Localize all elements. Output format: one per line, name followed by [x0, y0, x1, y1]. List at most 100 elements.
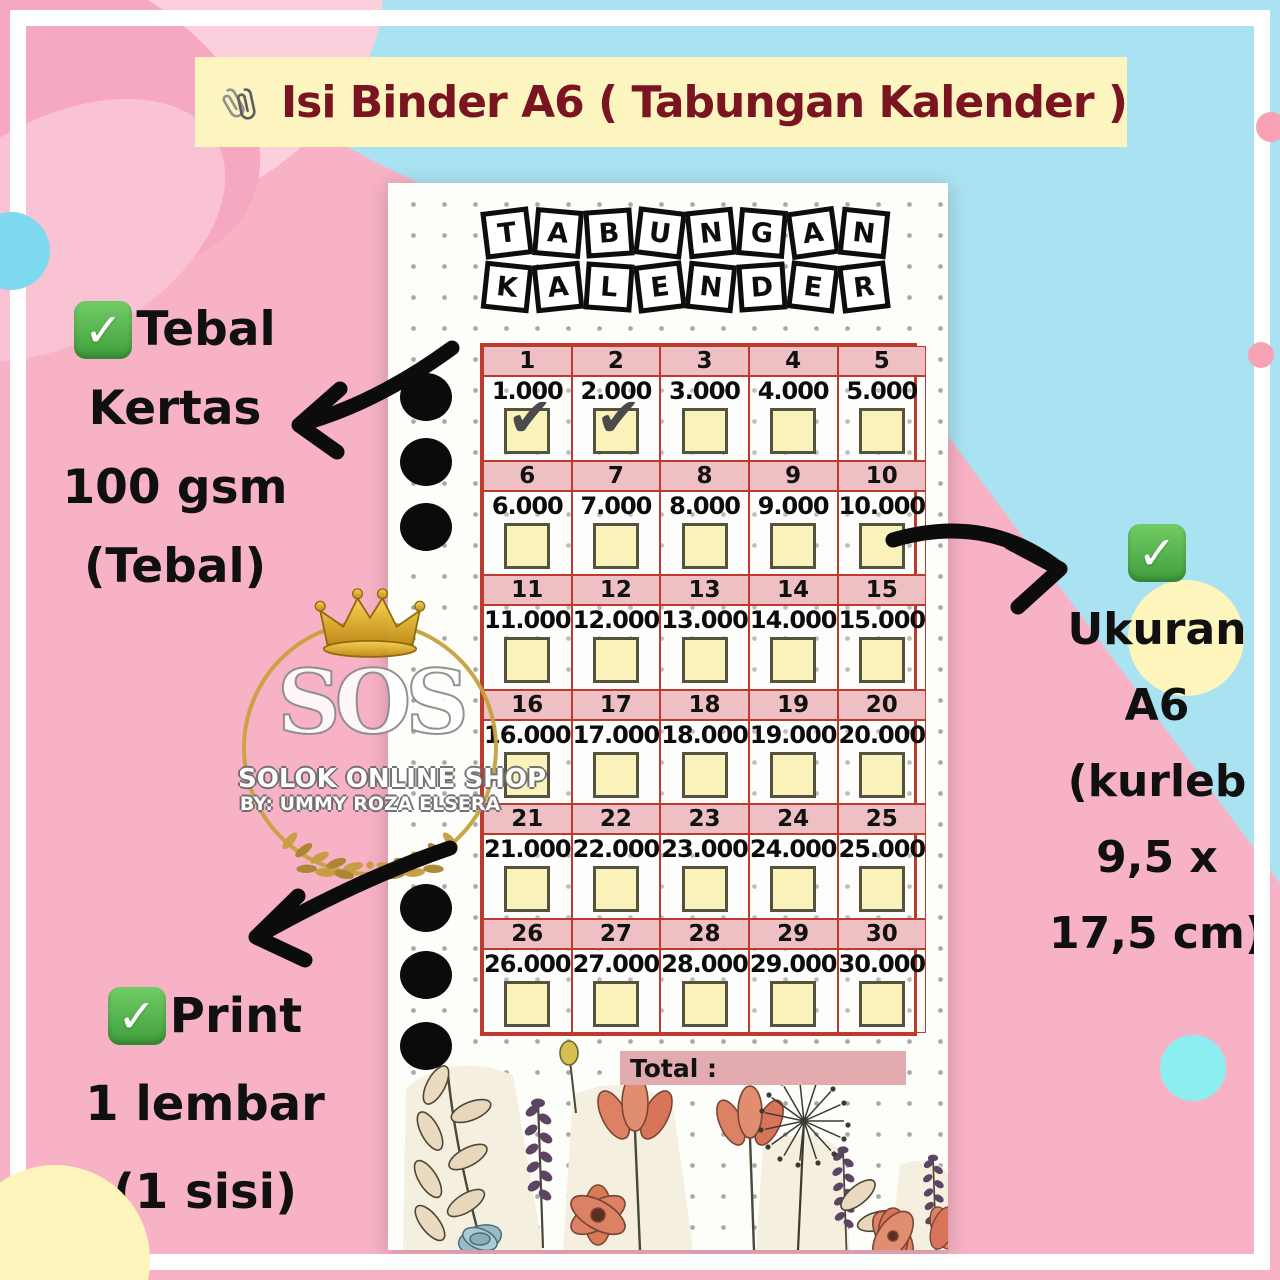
feature-text: Print — [169, 988, 303, 1044]
day-header-cell: 10 — [837, 460, 927, 491]
title-tile: K — [480, 260, 533, 314]
day-checkbox — [592, 751, 639, 798]
day-cell: 30.000 — [837, 948, 927, 1033]
title-tile: D — [735, 261, 788, 313]
total-label: Total : — [630, 1053, 717, 1083]
day-checkbox — [770, 637, 817, 683]
day-cell: 26.000 — [483, 948, 572, 1033]
amount-label: 18.000 — [661, 720, 749, 749]
day-checkbox — [858, 980, 905, 1027]
amount-label: 9.000 — [757, 491, 830, 520]
title-tile: N — [684, 206, 737, 260]
day-header-cell: 15 — [837, 575, 927, 605]
amount-label: 10.000 — [838, 491, 927, 520]
title-tile: B — [582, 207, 635, 259]
title-banner: Isi Binder A6 ( Tabungan Kalender ) — [195, 57, 1128, 147]
day-header-cell: 1 — [483, 346, 572, 376]
day-header-cell: 19 — [748, 689, 838, 720]
feature-text: Ukuran — [1067, 603, 1247, 655]
day-cell: 5.000 — [837, 376, 927, 461]
feature-text: (kurleb — [1067, 755, 1247, 807]
day-checkbox — [858, 637, 905, 683]
day-checkbox — [681, 751, 728, 798]
amount-label: 30.000 — [838, 949, 927, 978]
amount-label: 15.000 — [838, 606, 927, 634]
day-checkbox — [770, 408, 817, 454]
day-header-cell: 29 — [748, 918, 838, 949]
title-tile: G — [735, 206, 788, 260]
day-cell: 25.000 — [837, 834, 927, 919]
amount-label: 12.000 — [572, 606, 661, 634]
day-checkbox — [770, 866, 817, 912]
amount-label: 4.000 — [757, 377, 830, 405]
day-cell: 17.000 — [571, 719, 661, 804]
day-checkbox — [770, 522, 817, 569]
check-mark-icon: ✔ — [595, 386, 642, 449]
amount-label: 22.000 — [572, 835, 661, 863]
amount-label: 3.000 — [669, 377, 741, 405]
day-checkbox — [504, 866, 551, 912]
amount-label: 16.000 — [484, 720, 572, 749]
day-cell: 10.000 — [837, 490, 927, 575]
day-checkbox — [681, 980, 728, 1027]
accent-circle-cyan — [1160, 1035, 1226, 1101]
day-cell: 9.000 — [748, 490, 838, 575]
day-checkbox: ✔ — [504, 391, 553, 454]
day-checkbox — [681, 522, 728, 569]
paperclip-icon — [222, 88, 256, 120]
day-header-cell: 17 — [571, 689, 661, 720]
day-header-cell: 30 — [837, 918, 927, 949]
day-checkbox — [681, 637, 728, 683]
day-checkbox — [504, 980, 551, 1027]
amount-label: 2.000 — [580, 377, 652, 405]
day-cell: 4.000 — [748, 376, 838, 461]
day-header-cell: 9 — [748, 460, 838, 491]
feature-text: A6 — [1124, 679, 1190, 731]
day-header-cell: 26 — [483, 918, 572, 949]
day-cell: 23.000 — [660, 834, 749, 919]
day-header-cell: 11 — [483, 575, 572, 605]
title-tile: N — [837, 206, 890, 260]
amount-label: 25.000 — [838, 835, 927, 863]
feature-print: Print 1 lembar (1 sisi) — [45, 972, 365, 1236]
day-cell: 3.000 — [660, 376, 749, 461]
day-header-cell: 3 — [660, 346, 749, 376]
amount-label: 29.000 — [749, 949, 838, 978]
amount-label: 5.000 — [846, 377, 918, 405]
day-cell: 20.000 — [837, 719, 927, 804]
day-checkbox — [770, 980, 817, 1027]
day-checkbox — [858, 866, 905, 912]
binder-hole — [400, 1022, 452, 1070]
day-cell: 7.000 — [571, 490, 661, 575]
day-cell: 18.000 — [660, 719, 749, 804]
day-header-cell: 22 — [571, 804, 661, 834]
banner-title: Isi Binder A6 ( Tabungan Kalender ) — [280, 76, 1128, 128]
day-checkbox: ✔ — [592, 391, 641, 454]
crown-icon — [314, 588, 426, 658]
amount-label: 11.000 — [484, 606, 572, 634]
floral-illustration — [403, 1040, 948, 1250]
logo-byline: by: Ummy Roza Elsera — [239, 793, 501, 815]
amount-label: 17.000 — [572, 720, 661, 749]
accent-dot-pink — [1256, 112, 1280, 142]
feature-text: 9,5 x — [1096, 831, 1218, 883]
title-tile: N — [684, 260, 737, 314]
feature-text: 1 lembar — [85, 1076, 325, 1132]
feature-text: Tebal — [136, 302, 276, 357]
day-header-cell: 13 — [660, 575, 749, 605]
binder-hole — [400, 373, 452, 421]
feature-text: Kertas — [88, 381, 262, 436]
logo-shop-name: Solok Online Shop — [238, 764, 547, 794]
feature-size: Ukuran A6 (kurleb 9,5 x 17,5 cm) — [1028, 515, 1280, 971]
amount-label: 24.000 — [749, 835, 838, 863]
day-checkbox — [592, 522, 639, 569]
logo-monogram: SOS — [276, 650, 470, 754]
day-header-cell: 23 — [660, 804, 749, 834]
day-checkbox — [858, 408, 905, 454]
day-header-cell: 20 — [837, 689, 927, 720]
title-tile: U — [632, 206, 687, 260]
day-header-cell: 12 — [571, 575, 661, 605]
day-checkbox — [504, 522, 551, 569]
